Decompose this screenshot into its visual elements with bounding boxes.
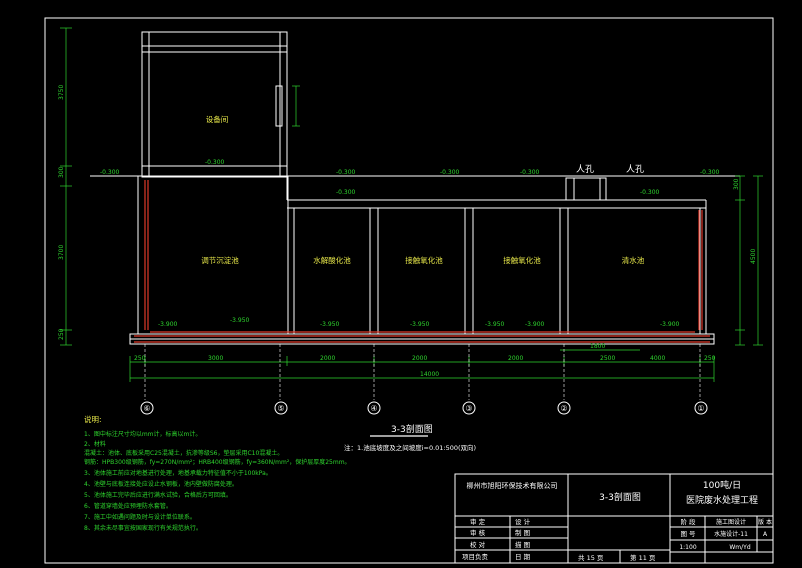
scale-value: 1:100: [679, 544, 696, 551]
role-label: 设 计: [515, 517, 531, 526]
dim-left-lower: 3700: [58, 245, 65, 260]
drawing-no-label: 图 号: [680, 530, 696, 538]
axis-mark-3: ③: [465, 404, 472, 413]
stage-value: 施工图设计: [716, 518, 746, 526]
bottom-elevation: -3.950: [320, 321, 340, 328]
version-label: 版 本: [758, 518, 772, 526]
room-clear-label: 清水池: [622, 255, 645, 265]
dim-right-total: 4500: [750, 249, 757, 264]
room-regulating-label: 调节沉淀池: [201, 255, 239, 265]
axis-mark-1: ①: [697, 404, 704, 413]
company-name: 柳州市旭阳环保技术有限公司: [467, 481, 558, 490]
axis-mark-2: ②: [560, 404, 567, 413]
bottom-elevation: -3.950: [230, 317, 250, 324]
notes-line: 混凝土：池体、底板采用C25混凝土，抗渗等级S6，垫层采用C10混凝土。: [84, 449, 283, 457]
bottom-elevation: -3.900: [525, 321, 545, 328]
notes-line: 2、材料: [84, 440, 106, 448]
elevation-label: -0.300: [336, 169, 356, 176]
room-contact1-label: 接触氧化池: [405, 255, 443, 265]
dim-left-upper: 3750: [58, 85, 65, 100]
section-note: 注：1.池底坡度及之间坡度i=0.01:500(双向): [344, 443, 476, 452]
elevation-label: -0.300: [520, 169, 540, 176]
role-label: 项目负责: [462, 552, 489, 561]
room-hydrolysis-label: 水解酸化池: [313, 255, 351, 265]
notes-line: 4、池壁与底板连接处应设止水钢板，池内壁做防腐处理。: [84, 480, 238, 488]
axis-mark-4: ④: [370, 404, 377, 413]
elevation-label: -0.300: [640, 189, 660, 196]
sheet-no: 第 11 页: [630, 553, 656, 562]
notes-block: 说明: 1、图中标注尺寸均以mm计，标高以m计。 2、材料 混凝土：池体、底板采…: [84, 414, 351, 532]
elevation-label: -0.300: [205, 159, 225, 166]
bottom-elevation: -3.900: [660, 321, 680, 328]
equipment-building: [141, 31, 288, 178]
drawing-no-value: 水施设计-11: [714, 530, 748, 538]
notes-line: 1、图中标注尺寸均以mm计，标高以m计。: [84, 430, 201, 438]
title-block: [454, 473, 774, 564]
dim-bottom-seg: 2000: [508, 355, 523, 362]
dim-bottom-seg: 2000: [320, 355, 335, 362]
axis-mark-6: ⑥: [143, 404, 150, 413]
sheet-total: 共 15 页: [578, 553, 604, 562]
axis-lines: [140, 344, 708, 415]
notes-line: 钢筋：HPB300级钢筋，fy=270N/mm²；HRB400级钢筋，fy=36…: [84, 458, 351, 466]
version-value: A: [763, 531, 768, 538]
room-equipment-label: 设备间: [206, 114, 229, 124]
project-line2: 医院废水处理工程: [686, 494, 758, 506]
axis-mark-5: ⑤: [277, 404, 284, 413]
manhole-label-1: 人孔: [576, 164, 594, 175]
elevation-label: -0.300: [440, 169, 460, 176]
notes-title: 说明:: [84, 414, 102, 424]
dim-bottom-seg: 3000: [208, 355, 223, 362]
dim-left-base: 250: [58, 328, 65, 340]
bottom-dimensions: [129, 349, 715, 382]
date-value: Wm/Yd: [729, 544, 750, 551]
bottom-elevation: -3.900: [158, 321, 178, 328]
notes-line: 7、施工中如遇问题及时与设计单位联系。: [84, 513, 196, 521]
role-label: 日 期: [515, 553, 531, 561]
project-line1: 100吨/日: [703, 479, 741, 491]
elevation-label: -0.300: [100, 169, 120, 176]
notes-line: 6、管道穿墙处应预埋防水套管。: [84, 502, 172, 510]
tank-structure: [129, 175, 715, 345]
elevation-label: -0.300: [700, 169, 720, 176]
left-dimensions: [60, 27, 300, 346]
bottom-elevation: -3.950: [485, 321, 505, 328]
section-title: 3-3剖面图: [391, 423, 433, 435]
elevation-label: -0.300: [336, 189, 356, 196]
notes-line: 3、池体施工前应对地基进行处理，地基承载力特征值不小于100kPa。: [84, 469, 272, 477]
dim-left-mid: 300: [58, 166, 65, 178]
role-label: 校 对: [470, 540, 486, 549]
dim-bottom-seg: 250: [704, 355, 716, 362]
role-label: 描 图: [515, 540, 530, 549]
dim-bottom-seg: 4000: [650, 355, 665, 362]
stage-label: 阶 段: [680, 517, 696, 526]
bottom-elevation: -3.950: [410, 321, 430, 328]
role-label: 审 核: [470, 528, 486, 537]
role-label: 制 图: [515, 528, 530, 537]
notes-line: 8、其余未尽事宜按国家现行有关规范执行。: [84, 524, 202, 532]
dim-bottom-seg: 2500: [600, 355, 615, 362]
role-label: 审 定: [470, 517, 486, 526]
dim-bottom-total: 14000: [420, 371, 439, 378]
dim-bottom-seg: 2000: [412, 355, 427, 362]
room-contact2-label: 接触氧化池: [503, 255, 541, 265]
dim-mid-label: 1800: [590, 343, 605, 350]
drawing-name: 3-3剖面图: [599, 491, 641, 503]
manhole-label-2: 人孔: [626, 164, 644, 175]
dim-right-small: 300: [733, 178, 740, 190]
notes-line: 5、池体施工完毕后应进行满水试验，合格后方可回填。: [84, 491, 232, 499]
right-dimensions: [735, 175, 763, 346]
dim-bottom-seg: 250: [134, 355, 146, 362]
drawing-frame: [44, 17, 774, 564]
